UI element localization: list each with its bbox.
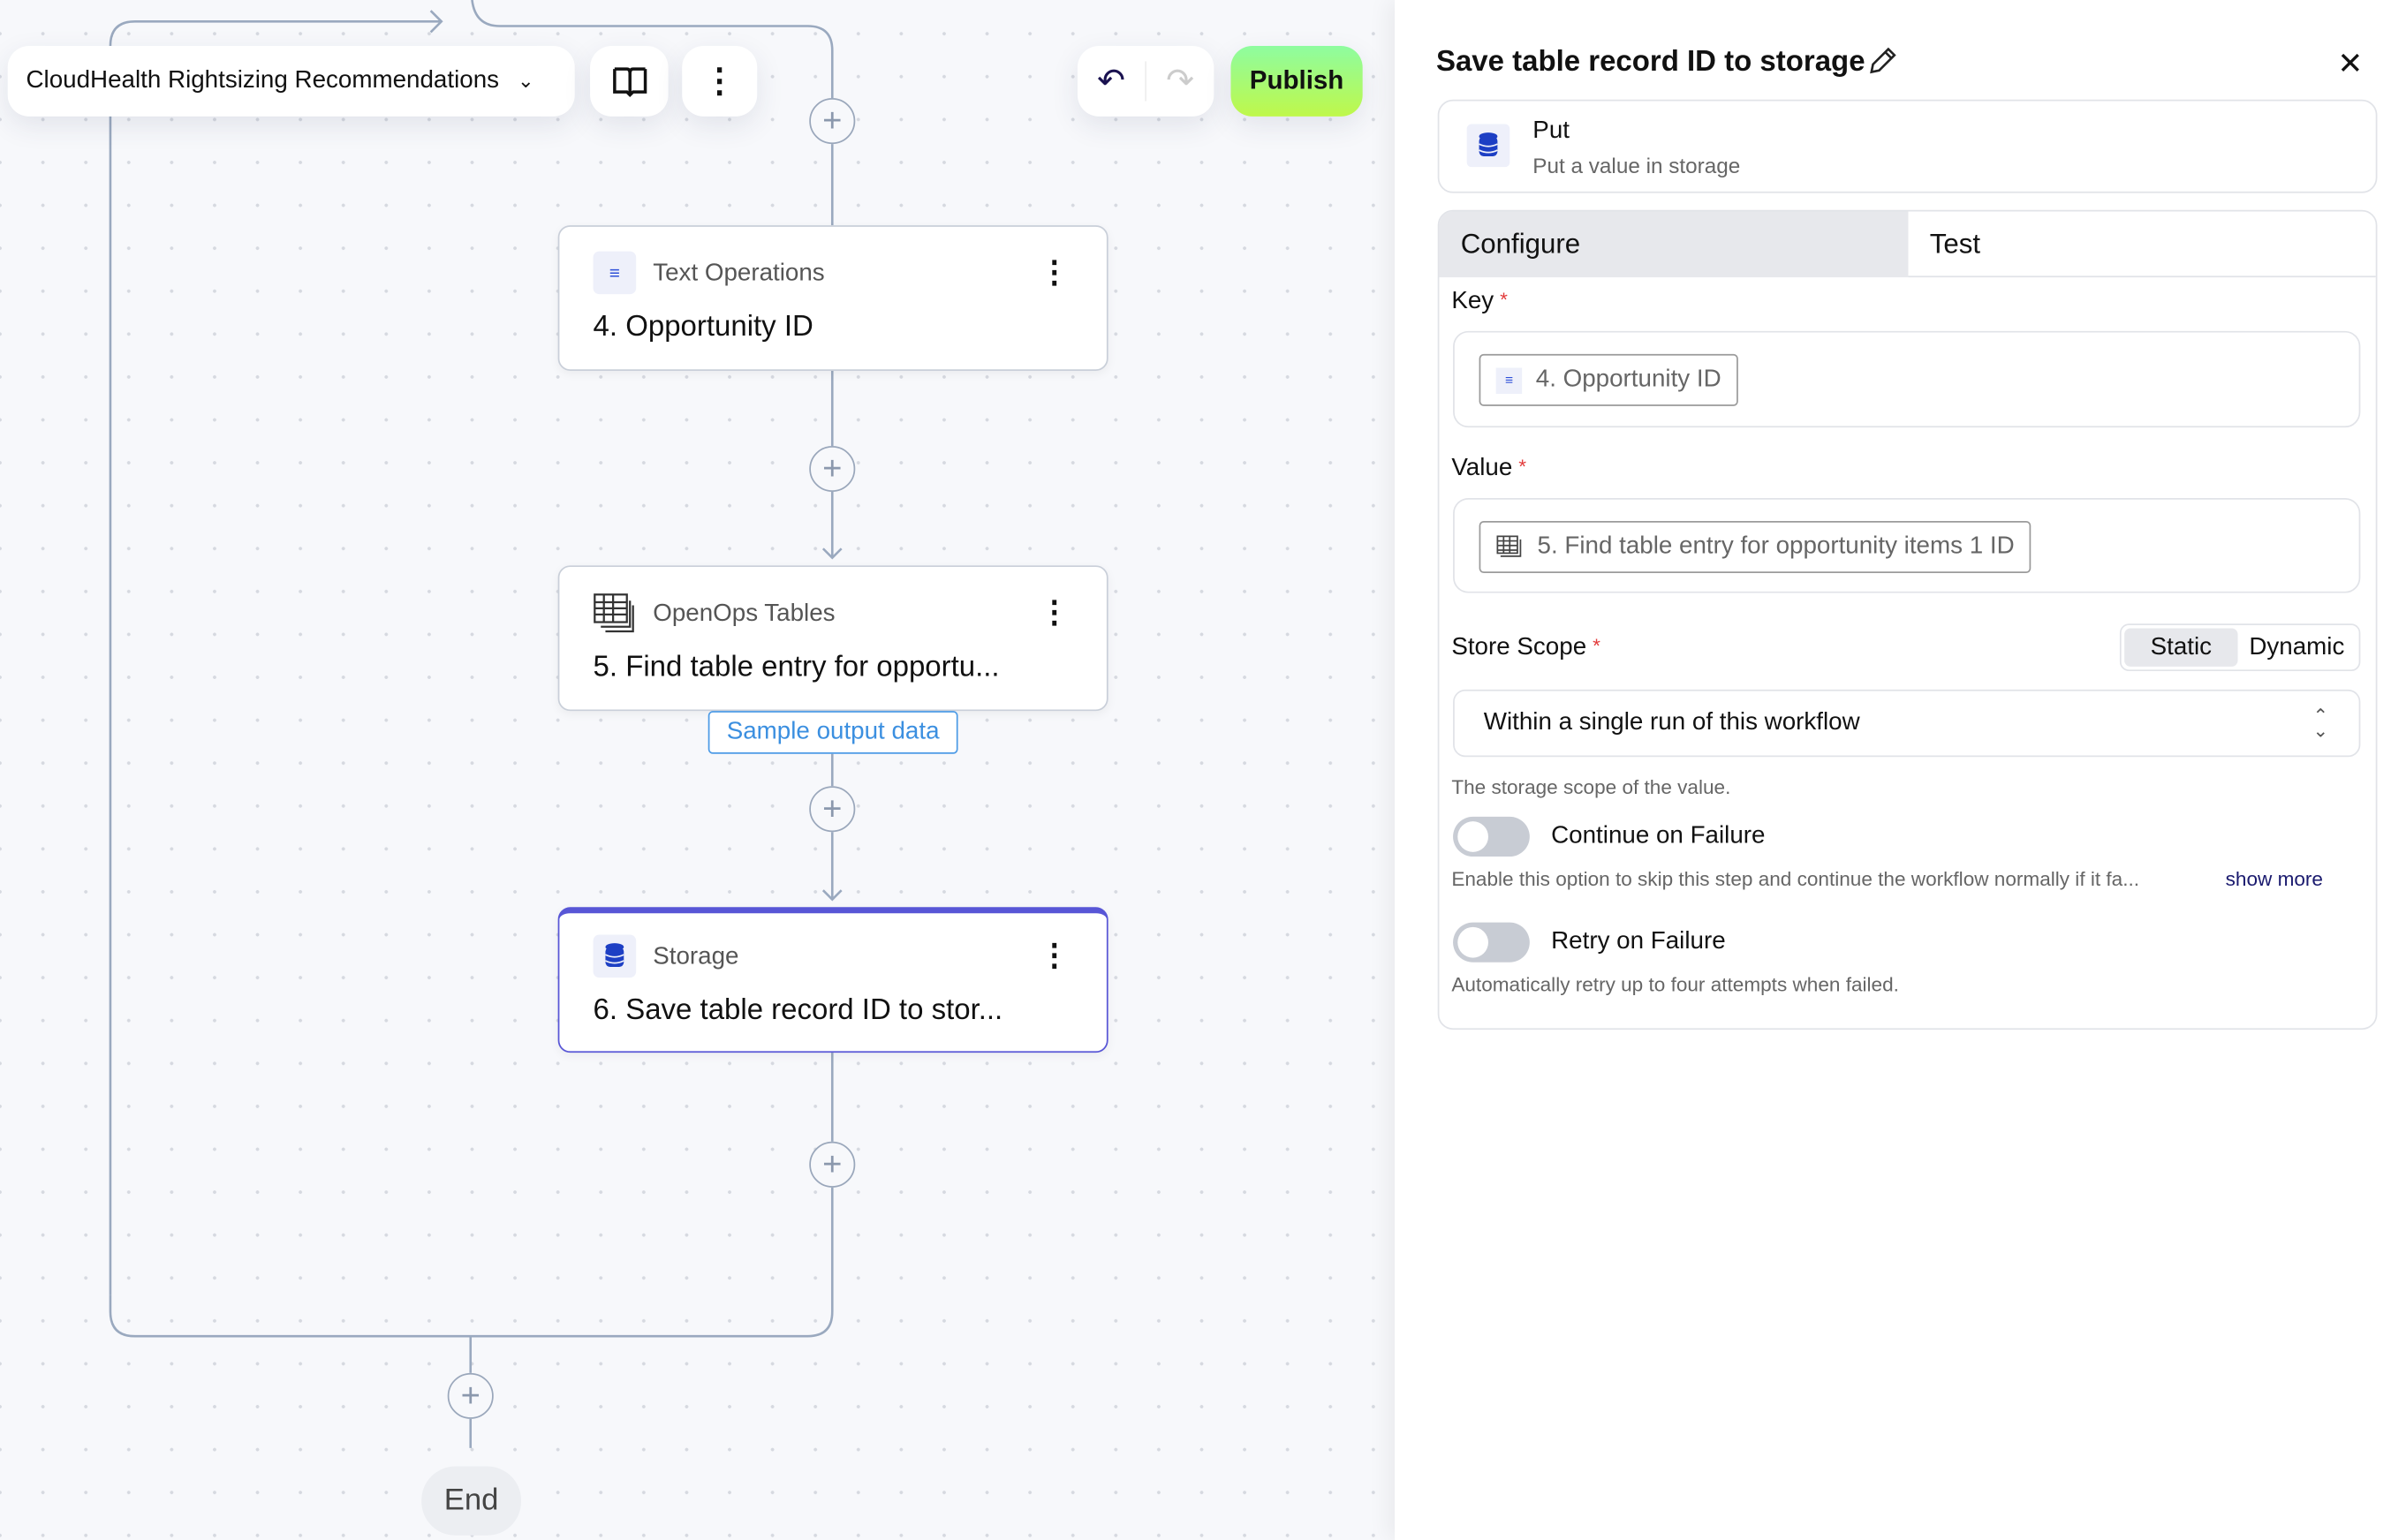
retry-on-failure-help: Automatically retry up to four attempts … [1451, 972, 1899, 996]
undo-button[interactable]: ↶ [1097, 61, 1126, 100]
add-step-button[interactable]: + [809, 1141, 856, 1188]
step-app: OpenOps Tables [653, 600, 836, 627]
value-label: Value* [1451, 455, 1527, 481]
docs-button[interactable] [590, 46, 669, 117]
tab-test[interactable]: Test [1908, 211, 2376, 278]
chevron-down-icon: ⌄ [517, 69, 534, 93]
add-step-button[interactable]: + [809, 786, 856, 833]
show-more-link[interactable]: show more [2225, 867, 2323, 891]
retry-on-failure-label: Retry on Failure [1551, 928, 1726, 955]
key-input[interactable]: ≡ 4. Opportunity ID [1453, 330, 2361, 428]
database-icon [1466, 124, 1510, 168]
flow-connectors [109, 0, 843, 1448]
redo-button[interactable]: ↷ [1166, 61, 1195, 100]
panel-title: Save table record ID to storage [1435, 46, 1865, 79]
step-card-openops-tables[interactable]: OpenOps Tables 5. Find table entry for o… [557, 565, 1108, 712]
edit-title-button[interactable] [1867, 46, 1898, 84]
table-icon [594, 592, 637, 635]
step-menu-button[interactable]: ⋮ [1039, 596, 1071, 630]
workflow-name: CloudHealth Rightsizing Recommendations [26, 67, 500, 94]
text-operations-icon: ≡ [1495, 366, 1523, 394]
action-name: Put [1532, 117, 1570, 145]
step-title: 5. Find table entry for opportu... [593, 651, 1000, 683]
value-token-chip[interactable]: 5. Find table entry for opportunity item… [1479, 521, 2032, 574]
store-scope-help: The storage scope of the value. [1451, 775, 1731, 799]
store-scope-select[interactable]: Within a single run of this workflow ⌃⌄ [1453, 689, 2361, 758]
close-button[interactable]: ✕ [2337, 44, 2363, 82]
store-scope-label: Store Scope* [1451, 634, 1600, 661]
step-card-text-operations[interactable]: ≡ Text Operations 4. Opportunity ID ⋮ [557, 225, 1108, 371]
sample-output-badge[interactable]: Sample output data [707, 711, 958, 754]
mode-dynamic-button[interactable]: Dynamic [2249, 634, 2345, 661]
step-app: Text Operations [653, 260, 825, 287]
step-menu-button[interactable]: ⋮ [1039, 255, 1071, 290]
selected-scope: Within a single run of this workflow [1483, 709, 1860, 736]
pencil-icon [1870, 47, 1896, 74]
book-icon [612, 67, 647, 98]
action-card[interactable]: Put Put a value in storage [1437, 99, 2378, 193]
workflow-canvas[interactable]: CloudHealth Rightsizing Recommendations … [0, 0, 1396, 1540]
key-label: Key* [1451, 288, 1508, 314]
step-settings-panel: Save table record ID to storage ✕ Put Pu… [1395, 0, 2391, 1540]
retry-on-failure-toggle[interactable] [1453, 922, 1530, 962]
history-controls: ↶ ↷ [1077, 46, 1214, 117]
end-node: End [421, 1466, 522, 1536]
kebab-icon: ⋮ [702, 61, 737, 100]
value-input[interactable]: 5. Find table entry for opportunity item… [1453, 497, 2361, 593]
more-options-button[interactable]: ⋮ [682, 46, 758, 117]
add-step-button[interactable]: + [809, 98, 856, 145]
step-title: 6. Save table record ID to stor... [593, 994, 1003, 1027]
workflow-name-dropdown[interactable]: CloudHealth Rightsizing Recommendations … [7, 46, 575, 117]
publish-button[interactable]: Publish [1230, 46, 1363, 117]
continue-on-failure-toggle[interactable] [1453, 816, 1530, 857]
continue-on-failure-help: Enable this option to skip this step and… [1451, 867, 2140, 891]
add-step-button[interactable]: + [447, 1372, 494, 1419]
step-app: Storage [653, 943, 739, 970]
continue-on-failure-label: Continue on Failure [1551, 822, 1766, 849]
text-operations-icon: ≡ [593, 251, 637, 295]
database-icon [593, 934, 637, 978]
close-icon: ✕ [2337, 47, 2364, 81]
chevron-up-down-icon: ⌃⌄ [2312, 705, 2328, 742]
step-card-storage[interactable]: Storage 6. Save table record ID to stor.… [557, 907, 1108, 1053]
step-title: 4. Opportunity ID [593, 311, 813, 343]
tab-configure[interactable]: Configure [1439, 211, 1909, 278]
step-menu-button[interactable]: ⋮ [1039, 939, 1071, 973]
mode-static-button[interactable]: Static [2124, 628, 2238, 667]
scope-mode-toggle: Static Dynamic [2119, 623, 2361, 672]
key-token-chip[interactable]: ≡ 4. Opportunity ID [1479, 353, 1738, 406]
add-step-button[interactable]: + [809, 445, 856, 493]
table-icon [1496, 535, 1522, 557]
action-description: Put a value in storage [1532, 153, 1741, 178]
